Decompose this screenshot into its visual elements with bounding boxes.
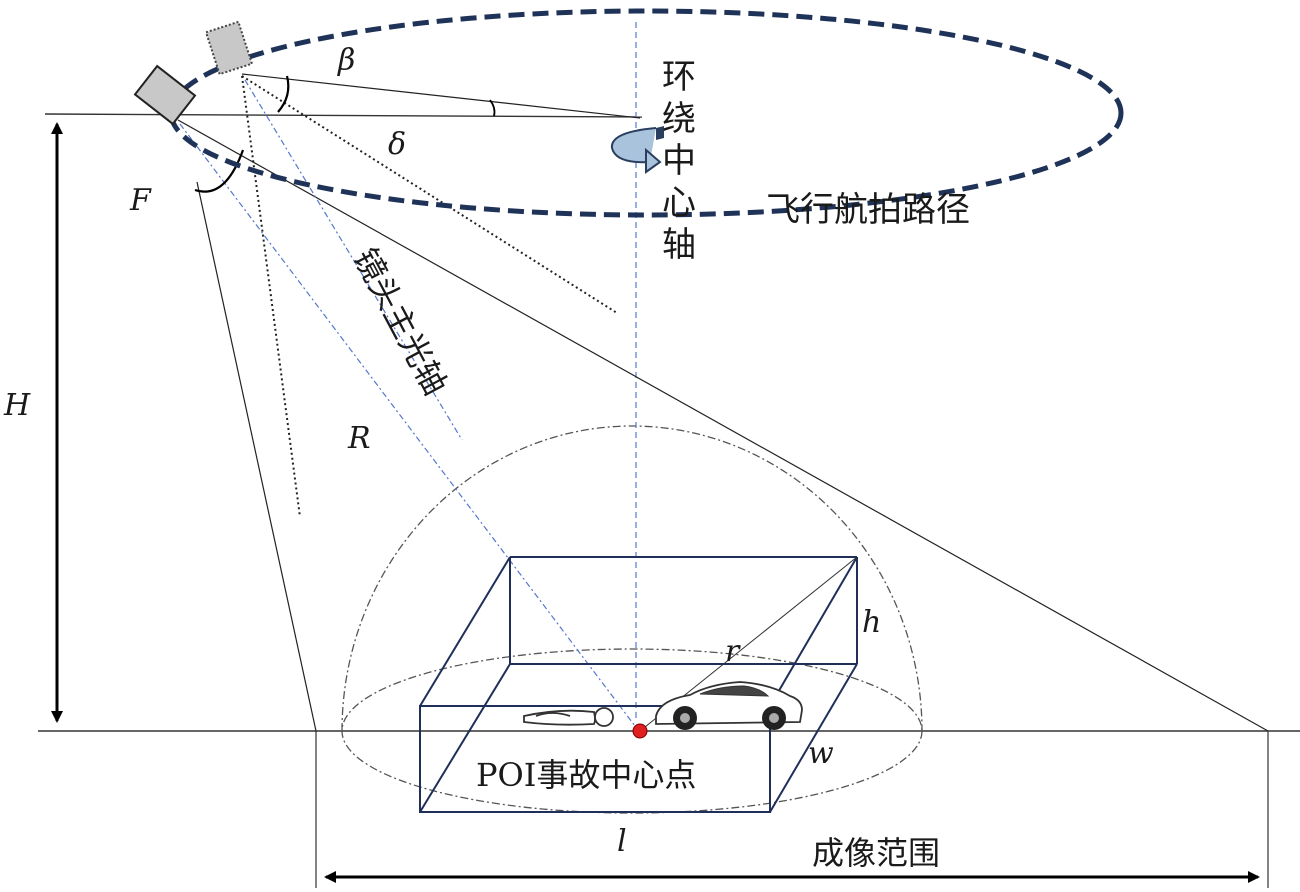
- svg-text:中: 中: [662, 141, 696, 181]
- imaging-range-label: 成像范围: [812, 834, 940, 872]
- label-w: w: [808, 736, 834, 771]
- label-r: r: [725, 634, 741, 669]
- camera2-dotted-ray-2: [241, 75, 618, 314]
- camera2-dotted-ray-1: [241, 75, 301, 518]
- camera-icon: [204, 20, 254, 76]
- label-delta: δ: [388, 127, 406, 162]
- camera-icon: [133, 64, 197, 126]
- label-l: l: [617, 824, 627, 859]
- svg-text:绕: 绕: [662, 99, 696, 139]
- person-icon: [523, 707, 614, 727]
- rotation-arrow-icon: [610, 126, 664, 174]
- label-h: h: [862, 605, 881, 640]
- fov-right-edge: [177, 119, 1269, 732]
- label-beta: β: [337, 43, 355, 78]
- fov-left-edge: [196, 181, 317, 732]
- altitude-reference-line: [44, 113, 643, 118]
- car-icon: [655, 681, 803, 730]
- svg-text:轴: 轴: [662, 225, 696, 265]
- flight-path-label: 飞行航拍路径: [766, 190, 970, 230]
- label-H: H: [3, 388, 31, 423]
- svg-text:心: 心: [662, 183, 696, 223]
- poi-center-point: [632, 723, 648, 739]
- angle-arc-beta: [277, 75, 290, 113]
- poi-center-label: POI事故中心点: [476, 756, 696, 794]
- flight-orbit-path: [168, 8, 1124, 218]
- label-F: F: [129, 183, 152, 218]
- angle-arc-delta: [489, 99, 496, 117]
- lens-principal-axis-1: [179, 123, 639, 731]
- camera2-beta-line: [241, 73, 641, 119]
- coverage-hemisphere: [341, 425, 923, 732]
- svg-text:环: 环: [662, 57, 696, 97]
- label-R: R: [347, 421, 371, 456]
- angle-arc-F: [194, 149, 245, 193]
- orbit-center-axis-label: 环 绕 中 心 轴: [662, 57, 696, 265]
- lens-principal-axis-2: [244, 79, 463, 441]
- accident-zone-box: [419, 556, 858, 813]
